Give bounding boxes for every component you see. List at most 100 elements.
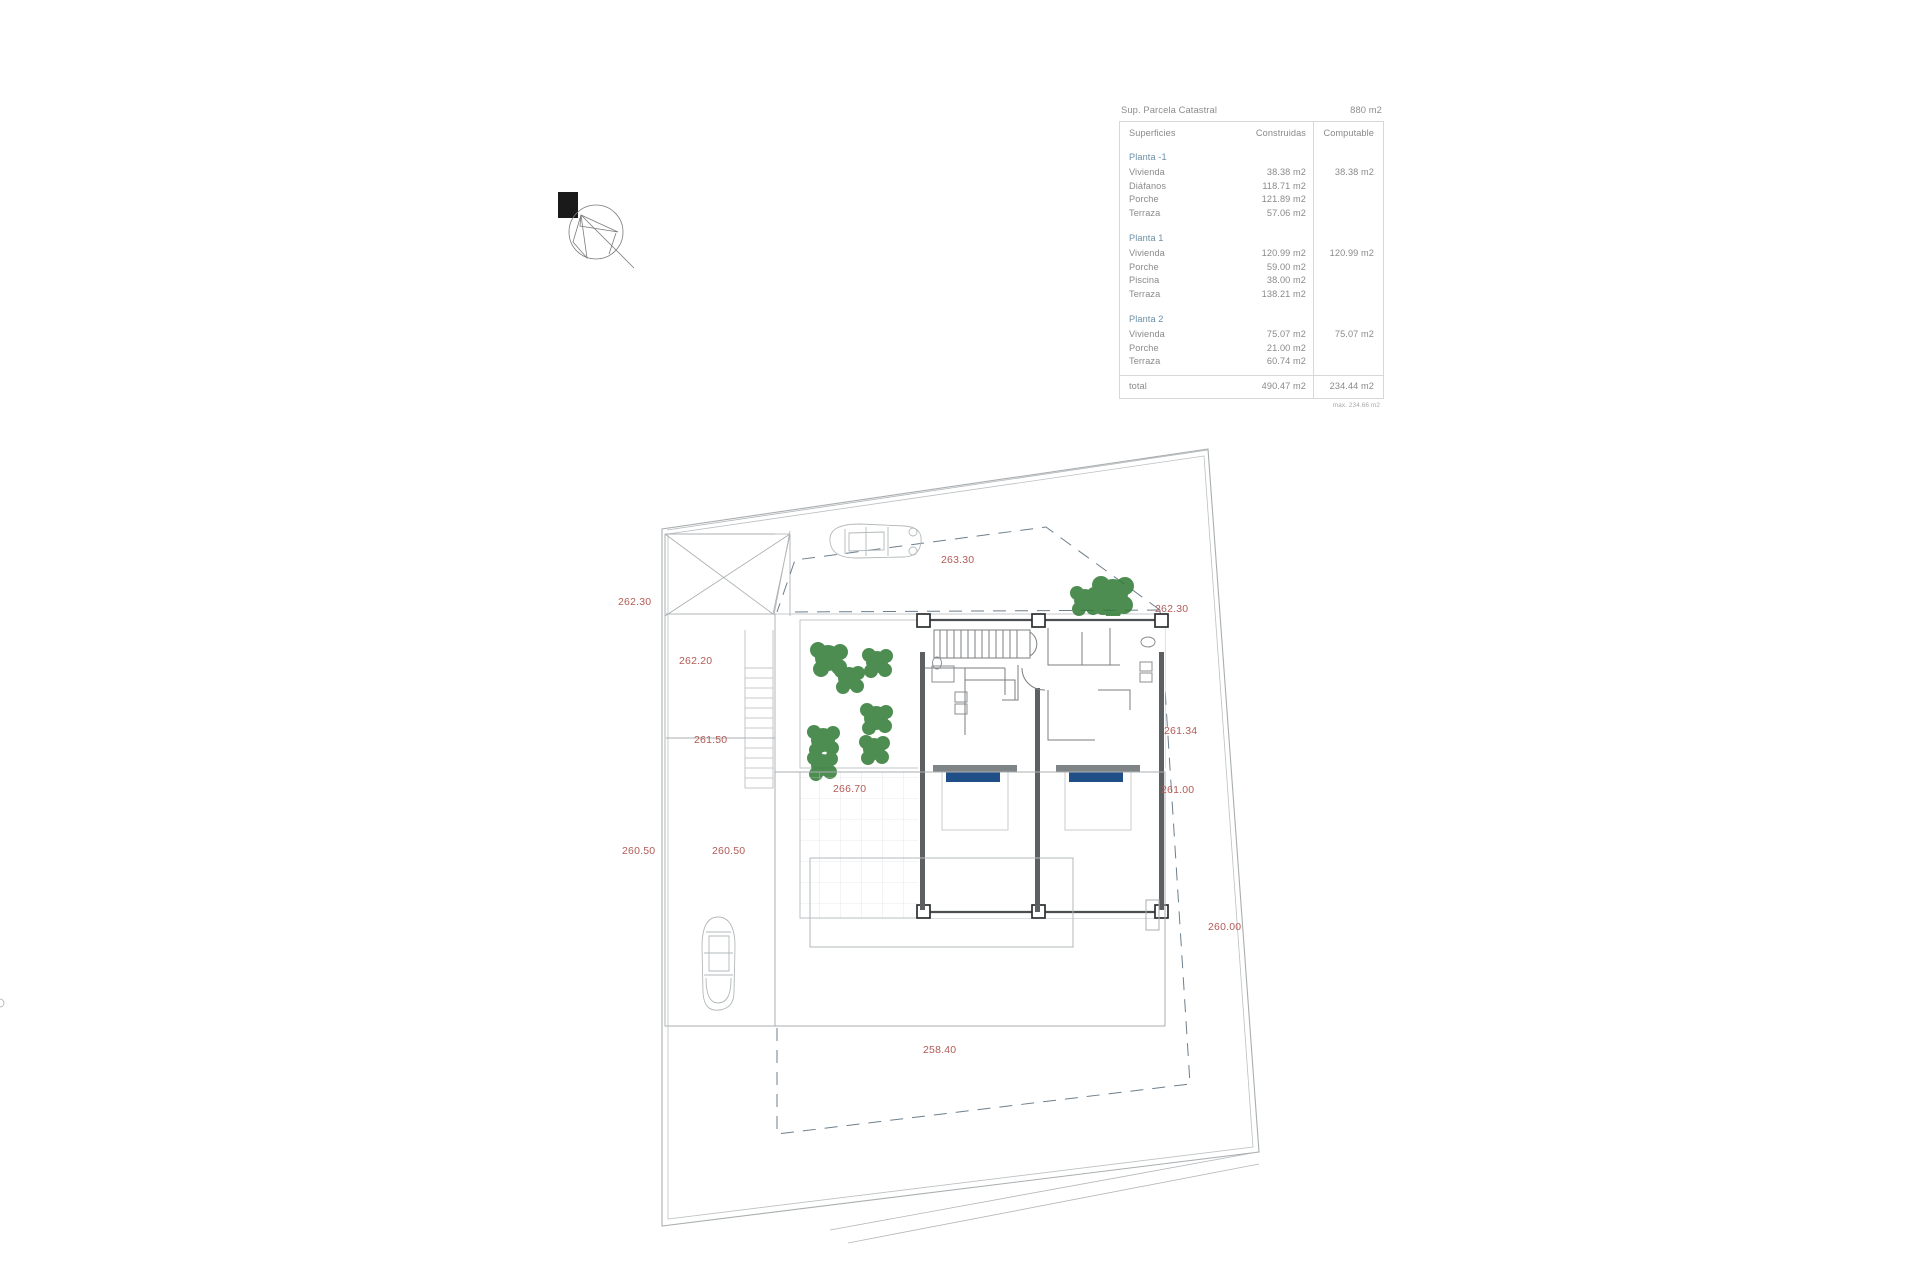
section-title-planta-1: Planta -1 [1120,147,1383,167]
table-row: Piscina 38.00 m2 [1120,274,1383,288]
bedroom-right [1021,628,1131,741]
tree [807,751,838,781]
total-label: total [1129,380,1147,391]
table-row: Terraza 57.06 m2 [1120,207,1383,221]
structural-columns [916,613,1169,919]
row-built: 118.71 m2 [1262,180,1306,191]
parcel-area-value: 880 m2 [1350,104,1382,115]
table-header-row: Superficies Construidas Computable [1120,122,1383,147]
bathroom-left [931,656,968,715]
col-header-construidas: Construidas [1255,128,1306,138]
west-plot-outlines [664,533,1160,1027]
table-row: Porche 21.00 m2 [1120,342,1383,356]
bed-left [933,765,1017,831]
table-caption-row: Sup. Parcela Catastral 880 m2 [1119,104,1384,121]
interior-layout [925,628,1156,831]
table-row: Terraza 60.74 m2 [1120,355,1383,369]
compass-circle [568,204,624,260]
parcel-area-label: Sup. Parcela Catastral [1121,104,1217,115]
total-computable: 234.44 m2 [1313,380,1383,393]
section-label: Planta -1 [1129,151,1167,162]
garden-bed [799,619,1166,769]
sink-fixture [1139,672,1153,683]
row-label: Vivienda [1129,248,1165,259]
elevation-label: 262.20 [679,655,713,667]
building-footprint [916,613,1169,919]
row-computable: 75.07 m2 [1313,329,1383,341]
swimming-pool [809,857,1074,948]
row-label: Porche [1129,261,1159,272]
section-label: Planta 1 [1129,232,1164,243]
row-built: 120.99 m2 [1261,248,1306,259]
table-row: Diáfanos 118.71 m2 [1120,180,1383,194]
total-separator [1120,374,1383,376]
table-row: Porche 121.89 m2 [1120,193,1383,207]
toilet-fixture [932,656,942,670]
staircase-exterior [744,630,774,789]
row-label: Diáfanos [1129,180,1167,191]
tree [859,735,890,765]
pool-equipment [1145,899,1160,931]
row-label: Vivienda [1129,167,1165,178]
row-computable: 38.38 m2 [1313,167,1383,179]
setback-line [776,526,1191,1135]
table-row: Vivienda 120.99 m2 120.99 m2 [1120,247,1383,261]
elevation-label: 258.40 [923,1044,957,1056]
elevation-label: 260.50 [712,845,746,857]
elevation-label: 260.50 [622,845,656,857]
bed-right [1056,765,1140,831]
upper-drive-surface [666,449,1209,616]
compass-needle-b [572,214,588,260]
row-built: 59.00 m2 [1266,261,1306,272]
tree [834,664,865,694]
row-built: 75.07 m2 [1266,329,1306,340]
table-row: Vivienda 38.38 m2 38.38 m2 [1120,166,1383,180]
toilet-fixture [1140,636,1156,648]
section-label: Planta 2 [1129,313,1164,324]
table-row: Porche 59.00 m2 [1120,261,1383,275]
row-built: 138.21 m2 [1261,288,1306,299]
row-label: Vivienda [1129,329,1165,340]
row-label: Porche [1129,194,1159,205]
col-header-superficies: Superficies [1129,128,1176,138]
tree [1070,586,1101,616]
row-label: Porche [1129,342,1159,353]
table-row: Vivienda 75.07 m2 75.07 m2 [1120,328,1383,342]
sink-fixture [1139,661,1153,672]
row-label: Terraza [1129,356,1161,367]
car-upper [829,523,922,559]
elevation-label: 260.00 [1208,921,1242,933]
section-title-planta-3: Planta 2 [1120,302,1383,329]
door-swing [1021,667,1046,691]
elevation-label: 261.50 [694,734,728,746]
side-walls [920,652,1164,912]
access-road [829,1151,1260,1244]
tree [860,703,893,735]
tree [862,648,893,678]
row-built: 38.38 m2 [1266,167,1306,178]
north-arrow-square [558,192,578,218]
section-title-planta-2: Planta 1 [1120,221,1383,248]
row-built: 21.00 m2 [1266,342,1306,353]
row-built: 38.00 m2 [1266,275,1306,286]
north-arrow-compass [556,190,646,270]
table-row: Terraza 138.21 m2 [1120,288,1383,302]
table-body: Superficies Construidas Computable Plant… [1119,121,1384,399]
row-label: Terraza [1129,207,1161,218]
col-header-computable: Computable [1313,128,1383,140]
row-label: Piscina [1129,275,1160,286]
elevation-label: 263.30 [941,554,975,566]
sink-fixture [954,691,968,703]
tree [807,725,840,757]
garden-trees [807,576,1134,781]
tree [810,642,848,677]
elevation-label: 261.34 [1164,725,1198,737]
elevation-label: 261.00 [1161,784,1195,796]
computable-column-divider [1313,122,1314,398]
row-computable: 120.99 m2 [1313,248,1383,260]
table-footnote: max. 234.66 m2 [1332,401,1380,409]
tree [1092,576,1134,620]
lower-terrace [774,771,1166,1027]
total-built: 490.47 m2 [1261,380,1306,391]
